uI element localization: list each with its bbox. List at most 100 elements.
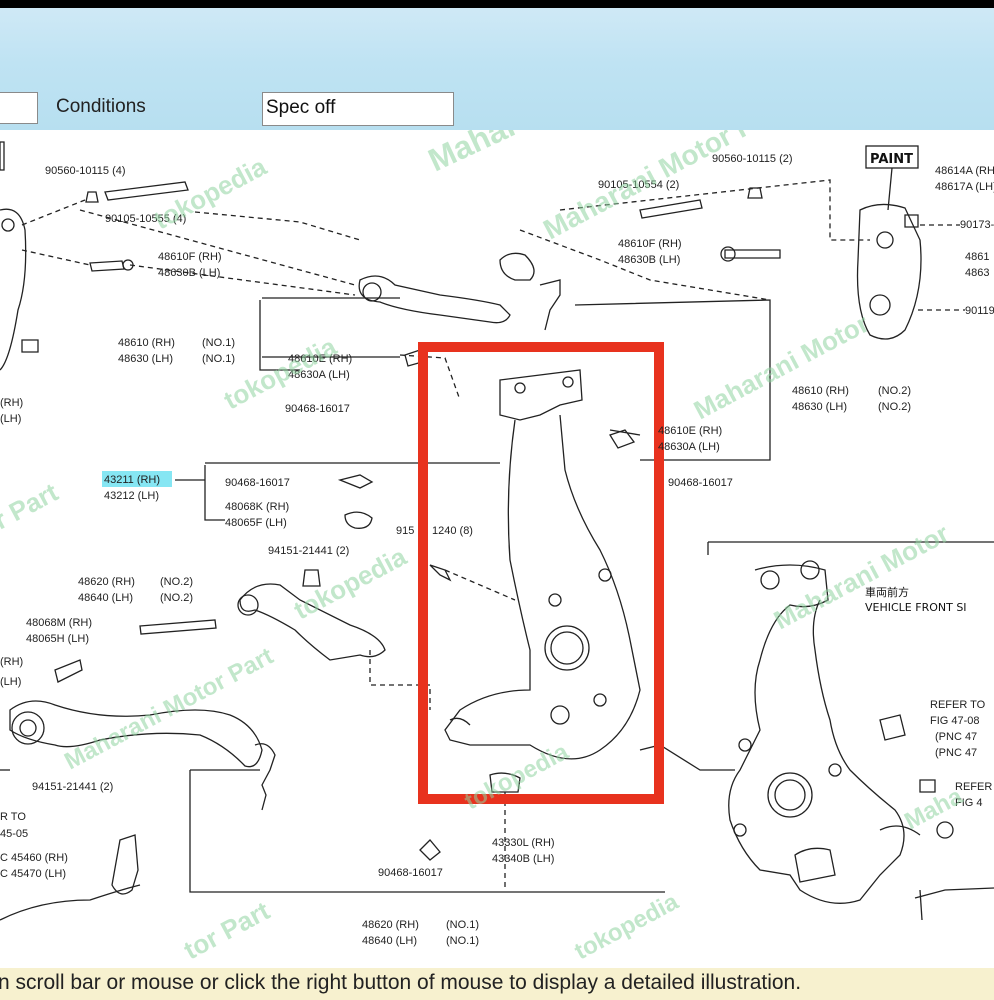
detail-hole: [733, 823, 747, 837]
part-label: 48620 (RH): [78, 576, 135, 588]
leader: [79, 209, 356, 286]
part-label: 48610F (RH): [618, 238, 682, 250]
part-label: (NO.1): [446, 919, 479, 931]
part-label: FIG 4: [955, 797, 983, 809]
conditions-label: Conditions: [56, 96, 146, 117]
part-label-highlighted[interactable]: 43211 (RH): [104, 474, 160, 486]
partial-input-field[interactable]: [0, 92, 38, 124]
part-label: 48630 (LH): [792, 401, 847, 413]
leader: [399, 354, 461, 401]
part-label: 48610F (RH): [158, 251, 222, 263]
part-label: (LH): [0, 676, 21, 688]
part-label: 90468-16017: [225, 477, 290, 489]
part-label: 94151-21441 (2): [268, 545, 349, 557]
bracket-line-right: [609, 429, 641, 436]
bracket-line-right: [574, 299, 771, 461]
watermark-text: Maharani Motor Part: [60, 643, 278, 776]
watermark-text: Maha: [900, 782, 967, 835]
bracket-43211: [204, 465, 225, 521]
lower-arm-bushing-large: [11, 711, 45, 745]
detail-hole: [828, 763, 842, 777]
hub-bore: [544, 625, 590, 671]
left-frame-box: [0, 141, 5, 171]
leader: [519, 229, 771, 301]
part-label: 48630A (LH): [288, 369, 350, 381]
bracket-hole: [876, 231, 894, 249]
short-bolt: [89, 260, 125, 272]
detail-sensor: [879, 714, 906, 741]
part-label: 48630B (LH): [618, 254, 680, 266]
upper-support-bracket: [856, 203, 922, 340]
detail-hole: [738, 738, 752, 752]
knuckle-mount-hole: [548, 593, 562, 607]
part-label: (NO.1): [446, 935, 479, 947]
leader: [559, 179, 870, 241]
part-label: C 45460 (RH): [0, 852, 68, 864]
part-label: R TO: [0, 811, 26, 823]
status-text: n scroll bar or mouse or click the right…: [0, 971, 802, 994]
part-label: 90468-16017: [668, 477, 733, 489]
part-label: 4863: [965, 267, 989, 279]
part-label: 43340B (LH): [492, 853, 554, 865]
part-label: 48630A (LH): [658, 441, 720, 453]
knuckle-top: [499, 369, 583, 421]
tie-rod-end: [111, 834, 139, 895]
part-label: (NO.1): [202, 353, 235, 365]
lower-arm-bushing-inner: [19, 719, 37, 737]
knuckle-hole: [562, 376, 574, 388]
detail-washer: [936, 821, 954, 839]
left-small-bolt: [21, 339, 39, 353]
spec-field[interactable]: Spec off: [262, 92, 454, 126]
watermark-text: Maharani Motor: [769, 518, 954, 635]
nut-right: [747, 187, 763, 199]
knuckle-bolt: [429, 564, 452, 582]
knuckle-mount-hole: [593, 693, 607, 707]
part-label: 1240 (8): [432, 525, 473, 537]
paint-label: PAINT: [870, 152, 913, 167]
highlight-43211: [102, 471, 172, 487]
nut-lower: [302, 569, 321, 587]
leader: [444, 569, 516, 601]
window-header: Conditions Spec off: [0, 8, 994, 130]
dust-shield: [489, 772, 521, 793]
part-label: 48610 (RH): [118, 337, 175, 349]
bracket-nut: [904, 214, 919, 228]
knuckle-hole: [514, 382, 526, 394]
leader: [21, 249, 91, 266]
cotter-pin: [337, 474, 374, 489]
lower-arm-bushing: [237, 594, 259, 616]
part-label: REFER TO: [930, 699, 986, 711]
lower-long-bolt: [139, 619, 217, 635]
part-label: 48610E (RH): [288, 353, 352, 365]
upper-arm-bracket: [499, 252, 535, 281]
part-label: 90560-10115 (4): [45, 165, 126, 177]
part-label: 90560-10115 (2): [712, 153, 793, 165]
part-label: (PNC 47: [935, 747, 977, 759]
part-label: 90105-10555 (4): [105, 213, 186, 225]
part-label: (NO.2): [160, 576, 193, 588]
part-label: 94151-21441 (2): [32, 781, 113, 793]
part-label: (NO.2): [878, 385, 911, 397]
bracket-hole: [869, 294, 891, 316]
part-label: 90468-16017: [285, 403, 350, 415]
part-label: 48614A (RH): [935, 165, 994, 177]
parts-illustration[interactable]: 90560-10115 (4) 90105-10555 (4) 48610F (RH…: [0, 130, 994, 968]
part-label: 45-05: [0, 828, 28, 840]
part-label: 48630 (LH): [118, 353, 173, 365]
part-label: 48640 (LH): [362, 935, 417, 947]
detail-ball-joint: [794, 847, 836, 883]
part-label: (NO.1): [202, 337, 235, 349]
part-label: (PNC 47: [935, 731, 977, 743]
lower-arm-no2: [239, 583, 386, 661]
ball-joint: [254, 743, 276, 811]
leader: [129, 264, 356, 296]
part-label: 43330L (RH): [492, 837, 555, 849]
upper-bolt-right: [639, 199, 703, 219]
detail-hub: [767, 772, 813, 818]
watermark-text: r Part: [0, 477, 63, 536]
part-label: REFER: [955, 781, 992, 793]
left-bracket: [0, 208, 27, 371]
watermark-text: Mahar: [423, 130, 524, 178]
bolt-head: [122, 259, 134, 271]
status-bar: n scroll bar or mouse or click the right…: [0, 968, 994, 1000]
